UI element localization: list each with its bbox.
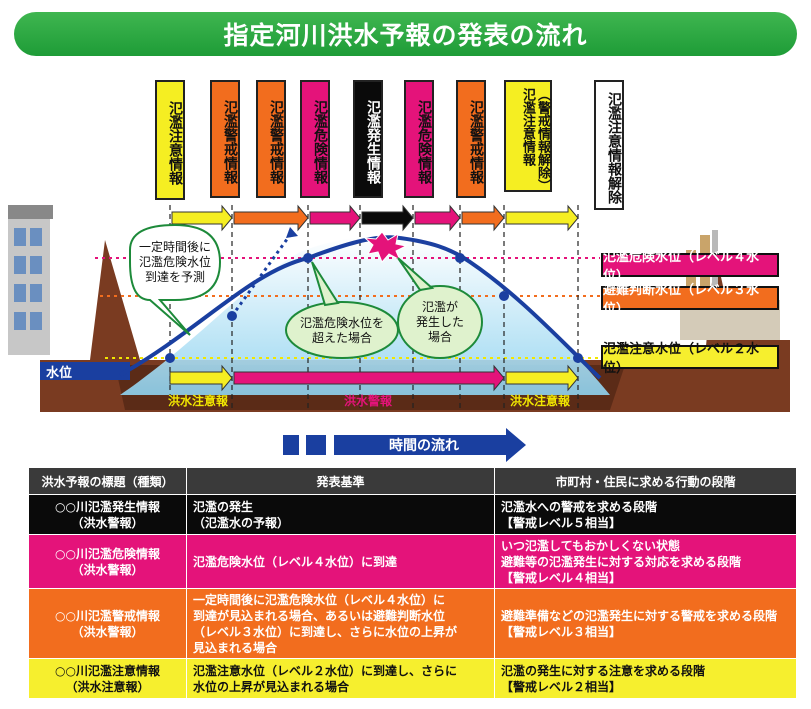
page-title: 指定河川洪水予報の発表の流れ [14,12,797,56]
level3-label: 避難判断水位（レベル３水位） [601,283,779,317]
row-action: 避難準備などの氾濫発生に対する警戒を求める段階 【警戒レベル３相当】 [494,588,797,659]
notice-1: 氾濫注意情報 [155,80,185,200]
notice-3: 氾濫警戒情報 [256,80,286,198]
row-title: ○○川氾濫注意情報 （洪水注意報） [28,658,187,699]
row-criteria: 一定時間後に氾濫危険水位（レベル４水位）に 到達が見込まれる場合、あるいは避難判… [186,588,495,659]
notice-6: 氾濫危険情報 [404,80,434,198]
table-header-criteria: 発表基準 [186,467,495,495]
notice-arrows [171,204,579,232]
table-header-title: 洪水予報の標題（種類） [28,467,187,495]
warning-label-1: 洪水注意報 [168,394,229,408]
warning-arrows [169,364,579,392]
time-flow-arrow [283,428,526,462]
notice-8: （警戒情報解除）氾濫注意情報 [504,80,552,192]
time-flow-label: 時間の流れ [389,438,459,454]
water-level-band [40,362,130,380]
notice-7: 氾濫警戒情報 [456,80,486,198]
callout-bubble-1 [129,223,222,336]
level2-label: 氾濫注意水位（レベル２水位） [601,342,779,376]
callout-text-1: 一定時間後に 氾濫危険水位 到達を予測 [138,240,211,284]
callout-text-2: 氾濫危険水位を 超えた場合 [299,316,384,345]
row-criteria: 氾濫の発生 （氾濫水の予報） [186,494,495,535]
row-title: ○○川氾濫危険情報 （洪水警報） [28,534,187,589]
forecast-table: 洪水予報の標題（種類） 発表基準 市町村・住民に求める行動の段階 ○○川氾濫発生… [28,467,797,699]
table-header-action: 市町村・住民に求める行動の段階 [494,467,797,495]
flood-flow-diagram [8,204,790,462]
notice-4: 氾濫危険情報 [300,80,330,198]
callout-text-3: 氾濫が 発生した 場合 [415,300,464,344]
row-title: ○○川氾濫警戒情報 （洪水警報） [28,588,187,659]
row-action: 氾濫の発生に対する注意を求める段階 【警戒レベル２相当】 [494,658,797,699]
level4-label: 氾濫危険水位（レベル４水位） [601,250,779,284]
overflow-burst-icon [363,231,408,263]
row-action: いつ氾濫してもおかしくない状態 避難等の氾濫発生に対する対応を求める段階 【警戒… [494,534,797,589]
row-criteria: 氾濫危険水位（レベル４水位）に到達 [186,534,495,589]
curve-points [165,253,583,363]
row-title: ○○川氾濫発生情報 （洪水警報） [28,494,187,535]
row-criteria: 氾濫注意水位（レベル２水位）に到達し、さらに 水位の上昇が見込まれる場合 [186,658,495,699]
warning-label-2: 洪水警報 [344,394,393,408]
water-level-label: 水位 [46,366,73,381]
row-action: 氾濫水への警戒を求める段階 【警戒レベル５相当】 [494,494,797,535]
callout-bubble-3 [397,285,483,359]
table-row: ○○川氾濫発生情報 （洪水警報） 氾濫の発生 （氾濫水の予報） 氾濫水への警戒を… [28,494,797,535]
table-row: ○○川氾濫危険情報 （洪水警報） 氾濫危険水位（レベル４水位）に到達 いつ氾濫し… [28,534,797,589]
notice-9: 氾濫注意情報解除 [594,80,624,210]
forecast-arrow [230,234,292,317]
warning-label-3: 洪水注意報 [510,394,571,408]
notice-2: 氾濫警戒情報 [210,80,240,198]
building [8,205,53,355]
notice-5: 氾濫発生情報 [353,80,383,198]
table-row: ○○川氾濫警戒情報 （洪水警報） 一定時間後に氾濫危険水位（レベル４水位）に 到… [28,588,797,659]
table-row: ○○川氾濫注意情報 （洪水注意報） 氾濫注意水位（レベル２水位）に到達し、さらに… [28,658,797,699]
